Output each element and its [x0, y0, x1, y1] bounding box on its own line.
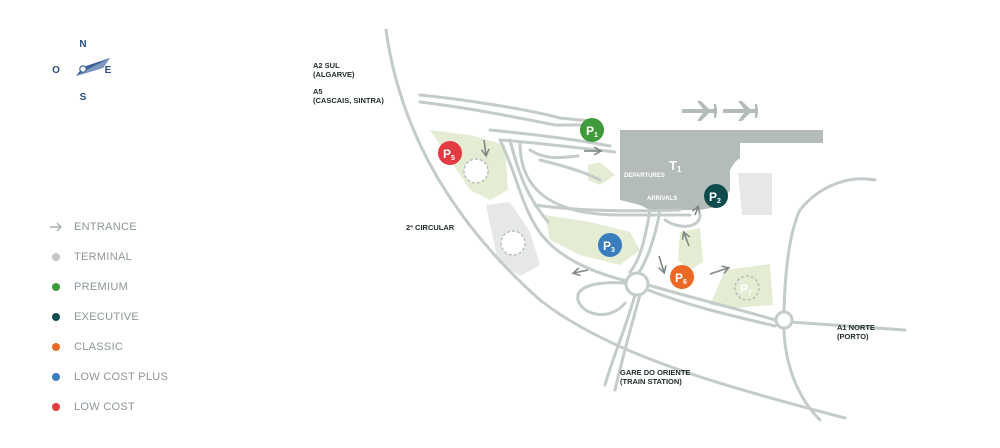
- svg-text:P5: P5: [443, 147, 455, 162]
- legend-label: EXECUTIVE: [74, 311, 140, 323]
- entrance-arrow-icon: [480, 139, 490, 158]
- svg-text:P5: P5: [469, 165, 481, 180]
- terminal-building: T1 DEPARTURES ARRIVALS: [620, 130, 823, 210]
- legend-premium: PREMIUM: [48, 272, 168, 302]
- legend-label: LOW COST: [74, 401, 136, 413]
- map-labels: A2 SUL (ALGARVE) A5 (CASCAIS, SINTRA) 2ª…: [313, 61, 875, 386]
- parking-p6[interactable]: P6: [670, 265, 694, 289]
- low-cost-dot-icon: [52, 403, 60, 411]
- green-area-p3: [545, 215, 640, 265]
- compass-north: N: [79, 39, 86, 50]
- compass-east: E: [105, 65, 112, 76]
- compass-west: O: [52, 65, 60, 76]
- entrance-arrow-icon: [709, 265, 731, 275]
- compass-south: S: [80, 92, 87, 103]
- legend-low-cost-plus: LOW COST PLUS: [48, 362, 168, 392]
- parking-p1[interactable]: P1: [580, 118, 604, 142]
- legend-label: PREMIUM: [74, 281, 129, 293]
- legend-label: TERMINAL: [74, 251, 133, 263]
- terminal-label: T1: [669, 158, 682, 174]
- entrance-arrow-icon: [571, 267, 589, 277]
- parking-p5-outline[interactable]: P5: [463, 158, 489, 184]
- parking-p4[interactable]: P4: [500, 230, 526, 256]
- label-gare-line1: GARE DO ORIENTE: [620, 368, 690, 377]
- legend-low-cost: LOW COST: [48, 392, 168, 422]
- label-circular: 2ª CIRCULAR: [406, 223, 455, 232]
- entrance-arrows: [480, 139, 731, 277]
- low-cost-plus-dot-icon: [52, 373, 60, 381]
- label-a2-line1: A2 SUL: [313, 61, 340, 70]
- parking-p2[interactable]: P2: [704, 184, 728, 208]
- legend-terminal: TERMINAL: [48, 242, 168, 272]
- entrance-arrow-icon: [658, 255, 667, 275]
- roundabout-east: [774, 310, 794, 330]
- label-a5-line2: (CASCAIS, SINTRA): [313, 96, 384, 105]
- premium-dot-icon: [52, 283, 60, 291]
- departures-label: DEPARTURES: [624, 173, 665, 179]
- classic-dot-icon: [52, 343, 60, 351]
- svg-text:P6: P6: [675, 271, 687, 286]
- label-gare-line2: (TRAIN STATION): [620, 377, 682, 386]
- svg-text:P1: P1: [586, 124, 598, 139]
- label-a1-line1: A1 NORTE: [837, 323, 875, 332]
- grey-area-terminal-annex: [738, 173, 772, 215]
- parking-p5[interactable]: P5: [438, 141, 462, 165]
- svg-text:P4: P4: [506, 237, 518, 252]
- green-area-p6: [678, 228, 703, 270]
- airplane-icon: [723, 101, 758, 121]
- entrance-arrow-icon: [48, 222, 64, 232]
- label-a1-line2: (PORTO): [837, 332, 869, 341]
- parking-p7[interactable]: P7: [734, 275, 760, 301]
- airplane-icon: [682, 101, 717, 121]
- entrance-arrow-icon: [681, 230, 691, 247]
- label-a5-line1: A5: [313, 87, 323, 96]
- label-a2-line2: (ALGARVE): [313, 70, 355, 79]
- legend-executive: EXECUTIVE: [48, 302, 168, 332]
- entrance-arrow-icon: [691, 204, 701, 216]
- arrivals-label: ARRIVALS: [647, 196, 677, 202]
- green-area-terminal: [588, 162, 615, 185]
- legend-classic: CLASSIC: [48, 332, 168, 362]
- executive-dot-icon: [52, 313, 60, 321]
- svg-text:P7: P7: [740, 282, 752, 297]
- terminal-dot-icon: [52, 253, 60, 261]
- parking-p3[interactable]: P3: [598, 233, 622, 257]
- map-legend: ENTRANCE TERMINAL PREMIUM EXECUTIVE CLAS…: [48, 212, 168, 422]
- green-area-p7: [710, 264, 773, 308]
- legend-label: ENTRANCE: [74, 221, 137, 233]
- road-network: [384, 28, 907, 422]
- legend-label: CLASSIC: [74, 341, 124, 353]
- legend-entrance: ENTRANCE: [48, 212, 168, 242]
- compass-icon: N S E O: [52, 39, 112, 103]
- legend-label: LOW COST PLUS: [74, 371, 169, 383]
- roundabouts: [624, 271, 794, 330]
- roundabout-central: [624, 271, 650, 297]
- svg-text:P3: P3: [603, 239, 615, 254]
- svg-text:P2: P2: [709, 190, 721, 205]
